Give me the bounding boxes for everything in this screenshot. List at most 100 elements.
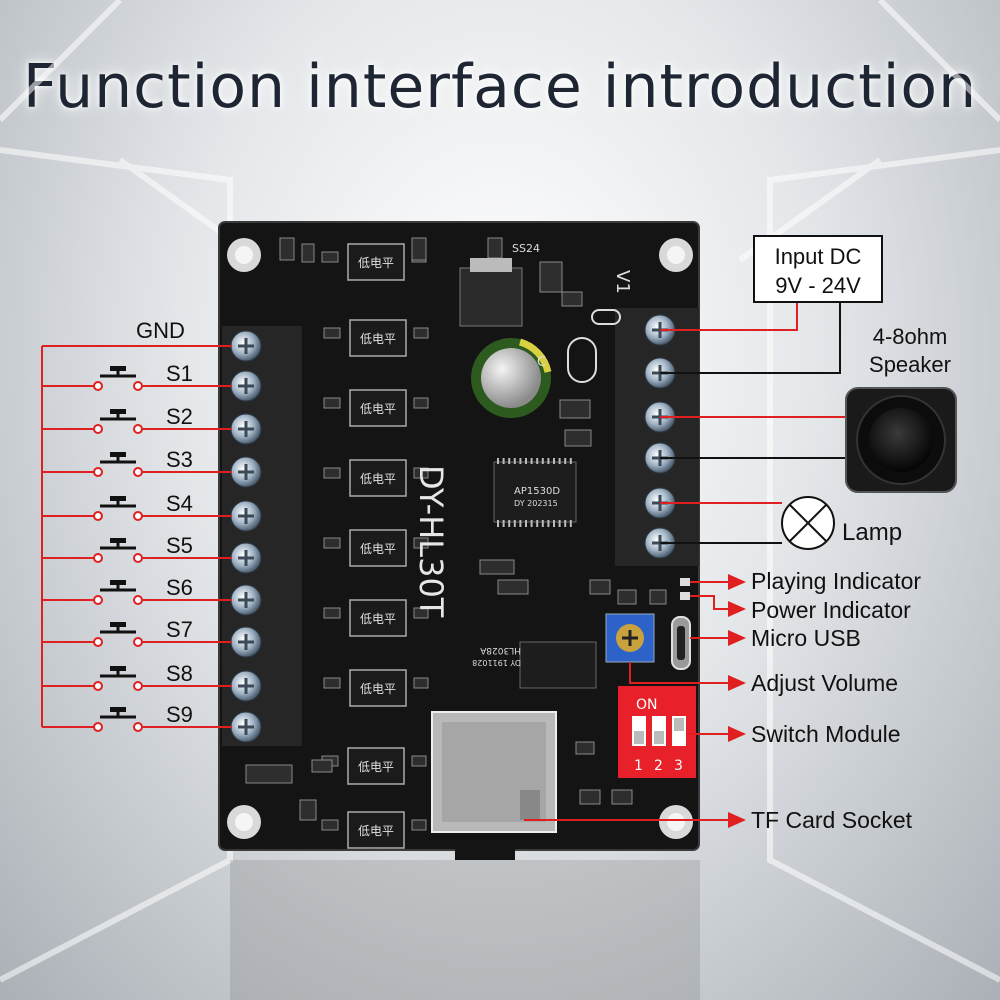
playing-indicator-label: Playing Indicator [751,568,921,594]
adjust-volume-label: Adjust Volume [751,670,898,696]
resistor [321,251,339,263]
screw-icon [230,711,262,743]
level-chip-label: 低电平 [360,332,396,346]
switch-label-4: S4 [166,491,193,516]
switch-row [42,409,232,434]
pushbutton-icon [100,538,136,550]
power-led-icon [680,592,690,600]
amp-chip-sub: DY 202315 [514,499,558,508]
switch-row [42,538,232,563]
smd-components [245,237,667,821]
level-chip [347,747,405,785]
switch-label-8: S8 [166,661,193,686]
pushbutton-icon [100,707,136,719]
regulator-icon [459,258,523,327]
input-dc-line1: Input DC [775,244,862,269]
screw-icon [230,670,262,702]
level-chip [349,599,407,637]
switch-label-1: S1 [166,361,193,386]
chip2-sub: DY 1911028 [472,658,521,667]
switch-row [42,666,232,691]
pushbutton-icon [100,366,136,378]
gnd-label: GND [136,318,185,343]
volume-knob-icon [605,613,655,663]
switch-label-2: S2 [166,404,193,429]
capacitor-icon [471,338,552,418]
micro-usb-icon [671,616,691,670]
screw-icon [230,330,262,362]
level-chip [349,529,407,567]
tf-card-socket-label: TF Card Socket [751,807,913,833]
switch-label-5: S5 [166,533,193,558]
switch-label-7: S7 [166,617,193,642]
right-terminal-block [615,308,699,566]
switch-module-label: Switch Module [751,721,901,747]
crystal-outline [567,337,597,383]
dip-switch [618,686,696,778]
resistor [323,397,341,409]
power-indicator-label: Power Indicator [751,597,911,623]
lamp-label: Lamp [842,519,902,546]
switch-label-3: S3 [166,447,193,472]
input-dc-box [753,235,883,303]
amp-chip [493,458,577,527]
resistor [323,467,341,479]
page-title: Function interface introduction [22,52,978,122]
level-chip-label: 低电平 [358,256,394,270]
pushbutton-icon [100,496,136,508]
micro-usb-label: Micro USB [751,625,861,651]
pushbutton-icon [100,580,136,592]
pushbutton-icon [100,622,136,634]
resistor [323,677,341,689]
resistor [321,819,339,831]
level-chip-label: 低电平 [360,472,396,486]
resistor [413,537,429,549]
board-model: DY-HL30T [412,465,450,618]
pushbutton-icon [100,452,136,464]
dip-number-1: 1 [634,758,643,774]
switch-label-6: S6 [166,575,193,600]
level-chip-label: 低电平 [360,612,396,626]
output-wiring [660,302,846,544]
dip-number-3: 3 [674,758,683,774]
screw-icon [230,626,262,658]
switch-row [42,496,232,521]
resistor [413,467,429,479]
pushbutton-icon [100,666,136,678]
input-dc-line2: 9V - 24V [775,273,861,298]
level-chip [349,389,407,427]
chip2-label: HL3028A [479,645,521,655]
resistor [323,537,341,549]
regulator-mark: SS24 [512,242,540,255]
capacitor-mark: C [537,355,546,370]
dip-number-2: 2 [654,758,663,774]
playing-led-icon [680,578,690,586]
left-screw-column [230,330,262,743]
level-chip-label: 低电平 [360,682,396,696]
level-chip [347,811,405,849]
switch-label-9: S9 [166,702,193,727]
level-chip-label: 低电平 [360,402,396,416]
switch-row [42,622,232,647]
switch-row [42,452,232,477]
level-chip-label: 低电平 [360,542,396,556]
mounting-hole-icon [227,238,693,839]
level-chip [349,459,407,497]
level-chip [349,669,407,707]
speaker-icon [845,387,957,493]
screw-icon [230,456,262,488]
indicator-arrows [524,574,746,828]
lamp-icon [781,496,835,550]
board-reflection [230,860,700,1000]
resistor [413,397,429,409]
switch-row [42,366,232,391]
resistor [411,755,427,767]
level-chip-label: 低电平 [358,824,394,838]
resistor [413,607,429,619]
amp-chip-label: AP1530D [514,486,560,497]
screw-icon [230,500,262,532]
dip-on-label: ON [636,697,658,713]
